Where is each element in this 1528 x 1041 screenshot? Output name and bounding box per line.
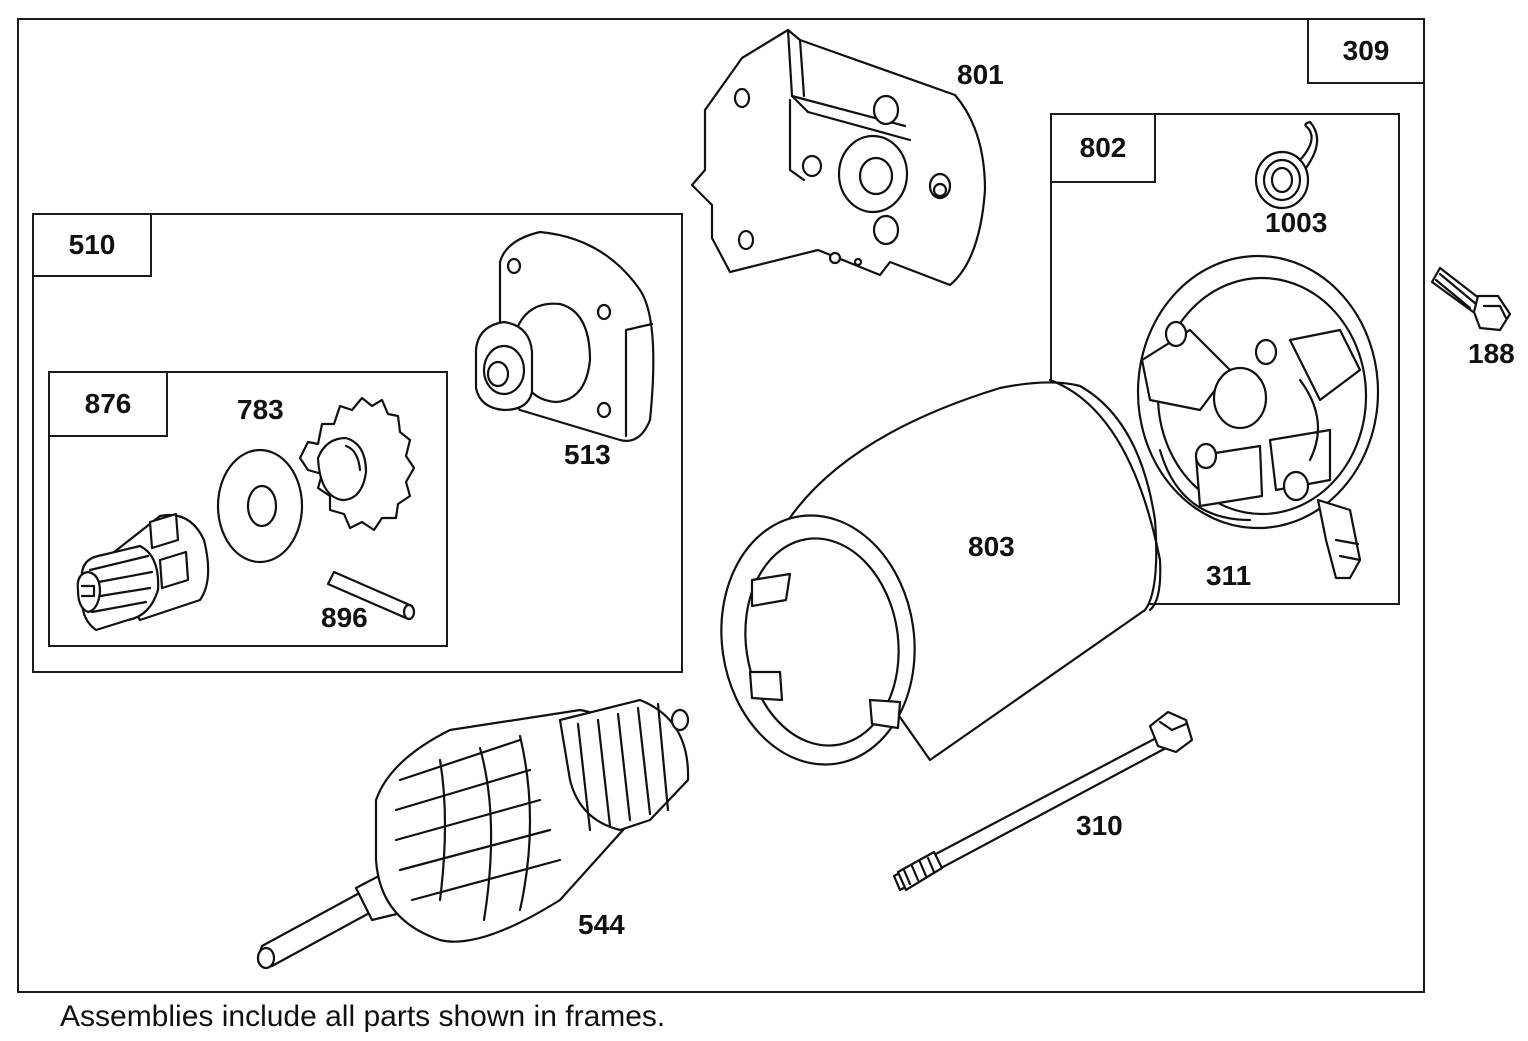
part-callout-803: 803 [968, 531, 1015, 562]
frame-label-876: 876 [48, 371, 168, 437]
part-callout-513: 513 [564, 439, 611, 470]
assembly-frame-876 [48, 371, 448, 647]
part-callout-311: 311 [1206, 560, 1252, 591]
brush-plate-311-drawing [1136, 254, 1380, 580]
motor-housing-803-drawing [720, 378, 1162, 766]
part-callout-896: 896 [321, 602, 368, 633]
frame-label-309: 309 [1307, 18, 1425, 84]
caption-note: Assemblies include all parts shown in fr… [60, 1000, 666, 1033]
bolt-188-drawing [1430, 266, 1512, 332]
through-bolt-310-drawing [892, 710, 1194, 892]
washer-drawing [216, 448, 304, 564]
part-callout-544: 544 [578, 909, 625, 940]
frame-label-510: 510 [32, 213, 152, 277]
part-callout-1003: 1003 [1265, 207, 1328, 238]
drive-housing-513-drawing [474, 230, 655, 442]
frame-label-802: 802 [1050, 113, 1156, 183]
assembly-frame-309 [17, 18, 1425, 993]
end-plate-801-drawing [690, 28, 987, 287]
part-callout-783: 783 [237, 394, 284, 425]
assembly-frame-802 [1050, 113, 1400, 605]
spring-1003-drawing [1254, 120, 1319, 210]
clutch-876-drawing [76, 512, 210, 632]
armature-544-drawing [256, 698, 690, 970]
gear-783-drawing [298, 396, 416, 532]
pin-896-drawing [326, 570, 416, 621]
part-callout-801: 801 [957, 59, 1004, 90]
part-callout-188: 188 [1468, 338, 1515, 369]
part-callout-310: 310 [1076, 810, 1123, 841]
assembly-frame-510 [32, 213, 683, 673]
